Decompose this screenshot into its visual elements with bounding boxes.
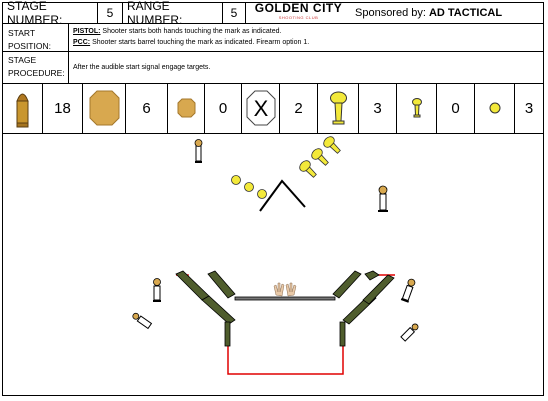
start-position-label-line1: START — [8, 28, 36, 38]
paper-target-left-side — [153, 278, 161, 302]
plate-2 — [244, 182, 254, 192]
bullet-cell — [3, 83, 43, 133]
wall-left-lower — [201, 295, 236, 325]
no-shoots-count: 2 — [280, 83, 318, 133]
stage-number-value: 5 — [98, 3, 123, 23]
stage-procedure-content: After the audible start signal engage ta… — [73, 63, 211, 71]
no-shoot-icon: X — [246, 90, 276, 126]
header-row: STAGE NUMBER: 5 RANGE NUMBER: 5 GOLDEN C… — [3, 0, 543, 27]
mini-popper-icon — [412, 98, 422, 118]
pcc-label: PCC: — [73, 39, 91, 46]
wall-left-outer — [175, 270, 210, 301]
popper-icon — [330, 91, 347, 125]
mini-targets-count: 0 — [205, 83, 242, 133]
plate-cell — [475, 83, 515, 133]
wall-left-inner — [207, 270, 236, 299]
mini-popper-cell — [397, 83, 437, 133]
stage-procedure-label: STAGE PROCEDURE: — [3, 51, 69, 83]
paper-target-cell — [83, 83, 126, 133]
no-shoot-cell: X — [242, 83, 280, 133]
walls — [175, 270, 395, 347]
start-position-row: START POSITION: PISTOL: Shooter starts b… — [3, 24, 543, 52]
pistol-line: PISTOL: Shooter starts both hands touchi… — [73, 26, 543, 37]
wall-right-top — [364, 270, 380, 281]
wall-right-inner — [332, 270, 362, 299]
paper-target-right-side — [400, 278, 416, 303]
no-shoot-target-right — [400, 323, 419, 342]
wall-right-post — [339, 321, 346, 347]
pistol-text: Shooter starts both hands touching the m… — [100, 28, 282, 35]
mini-target-cell — [168, 83, 205, 133]
fault-line-bottom — [227, 341, 344, 375]
plate-3 — [257, 189, 267, 199]
range-number-label: RANGE NUMBER: — [123, 0, 223, 27]
popper-2 — [311, 148, 329, 166]
stage-number-label: STAGE NUMBER: — [3, 0, 98, 27]
mini-target-icon — [177, 98, 196, 118]
start-position-label-line2: POSITION: — [8, 41, 51, 51]
bullet-icon — [16, 93, 29, 128]
wall-left-post — [224, 321, 231, 347]
stage-procedure-label-line1: STAGE — [8, 55, 37, 65]
popper-1 — [323, 136, 341, 154]
plate-icon — [489, 102, 501, 114]
start-position-hands — [273, 282, 297, 297]
stage-diagram — [3, 134, 543, 396]
stage-procedure-label-line2: PROCEDURE: — [8, 68, 65, 78]
plate-group — [231, 175, 267, 199]
sponsor: Sponsored by: AD TACTICAL — [351, 3, 543, 23]
logo-subtext: SHOOTING CLUB — [278, 15, 319, 20]
popper-cell — [318, 83, 359, 133]
svg-text:X: X — [254, 96, 269, 121]
club-logo: GOLDEN CITY SHOOTING CLUB — [246, 1, 351, 23]
pcc-text: Shooter starts barrel touching the mark … — [90, 39, 310, 46]
range-number-value: 5 — [223, 3, 246, 23]
logo-text: GOLDEN CITY — [254, 1, 343, 15]
sponsor-label: Sponsored by: — [355, 7, 426, 19]
popper-3 — [299, 160, 317, 178]
popper-group — [299, 136, 341, 178]
rounds-count: 18 — [43, 83, 83, 133]
wall-center — [234, 296, 336, 301]
stage-layout-svg — [132, 136, 419, 375]
stage-sheet: STAGE NUMBER: 5 RANGE NUMBER: 5 GOLDEN C… — [2, 0, 544, 396]
no-shoot-target-left — [132, 312, 153, 330]
plate-1 — [231, 175, 241, 185]
wall-right-outer — [362, 274, 395, 305]
v-barricade — [259, 179, 306, 212]
target-count-row: 18 6 0 X 2 3 — [3, 83, 543, 134]
start-position-content: PISTOL: Shooter starts both hands touchi… — [73, 24, 543, 51]
pcc-line: PCC: Shooter starts barrel touching the … — [73, 37, 543, 48]
start-position-label: START POSITION: — [3, 24, 69, 51]
pistol-label: PISTOL: — [73, 28, 101, 35]
paper-target-top-right — [378, 185, 388, 212]
plates-count: 3 — [524, 99, 534, 117]
sponsor-name: AD TACTICAL — [428, 7, 503, 19]
paper-target-top-left — [194, 139, 203, 163]
poppers-count: 3 — [359, 83, 397, 133]
stage-procedure-row: STAGE PROCEDURE: After the audible start… — [3, 51, 543, 84]
paper-targets-count: 6 — [126, 83, 168, 133]
mini-poppers-count: 0 — [437, 83, 475, 133]
paper-target-icon — [89, 90, 120, 126]
